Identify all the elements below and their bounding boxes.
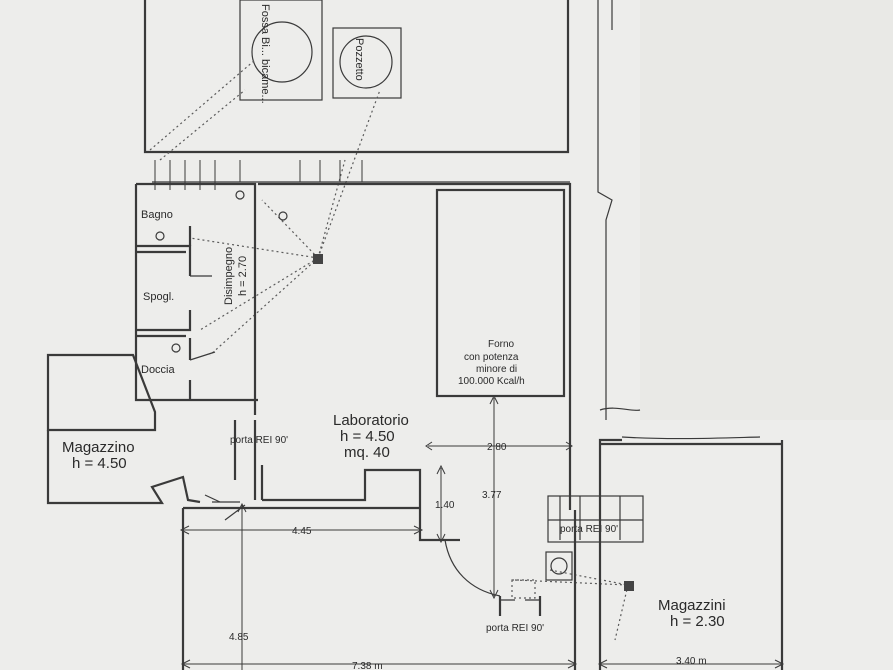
drainage-lines (149, 59, 629, 641)
pozzetto: Pozzetto (332, 27, 402, 99)
dimension-1-40 (436, 464, 446, 544)
dim-4-85: 4.85 (229, 632, 249, 643)
laboratorio-label: Laboratorio (333, 412, 409, 429)
dimension-7-38 (180, 659, 578, 669)
dim-3-40: 3.40 m (676, 656, 707, 667)
magazzini-walls (573, 436, 784, 670)
hatched-wall-strip (152, 160, 570, 190)
dim-2-80: 2.80 (487, 442, 507, 453)
laboratorio-walls (181, 182, 572, 670)
dimension-4-45 (179, 525, 424, 535)
magazzini-height: h = 2.30 (670, 613, 725, 630)
forno-text: con potenza (464, 352, 519, 363)
bagno-label: Bagno (141, 209, 173, 221)
paper-shade (640, 0, 893, 420)
shower-icon (171, 343, 181, 353)
disimpegno-label: Disimpegno (223, 247, 235, 305)
service-block-walls (134, 182, 258, 415)
forno-box (435, 188, 566, 398)
doccia-label: Doccia (141, 364, 176, 376)
svg-text:Pozzetto: Pozzetto (353, 38, 365, 81)
magazzino-label: Magazzino (62, 439, 135, 456)
door-left-label: porta REI 90' (230, 435, 288, 446)
forno-text: minore di (476, 364, 517, 375)
door-bottom (498, 579, 542, 616)
svg-text:Fossa Bi... bicame...: Fossa Bi... bicame... (259, 4, 271, 104)
magazzini-label: Magazzini (658, 597, 726, 614)
forno-text: 100.000 Kcal/h (458, 376, 525, 387)
dimension-3-77 (489, 394, 499, 600)
top-yard-walls (143, 0, 641, 420)
dim-3-77: 3.77 (482, 490, 502, 501)
drain-square-right (624, 581, 634, 591)
disimpegno-height: h = 2.70 (237, 256, 249, 296)
laboratorio-height: h = 4.50 (340, 428, 395, 445)
dim-7-38: 7.38 m (352, 661, 383, 670)
drain-square (313, 254, 323, 264)
dim-1-40: 1.40 (435, 500, 455, 511)
dim-4-45: 4.45 (292, 526, 312, 537)
fixture (278, 211, 288, 221)
stair-block (545, 495, 644, 581)
fixture (235, 190, 245, 200)
laboratorio-area: mq. 40 (344, 444, 390, 461)
door-bottom-label: porta REI 90' (486, 623, 544, 634)
dimension-2-80 (425, 441, 573, 451)
dimension-4-85 (237, 502, 247, 670)
spogl-label: Spogl. (143, 291, 174, 303)
magazzino-height: h = 4.50 (72, 455, 127, 472)
door-left (204, 420, 264, 521)
door-right-label: porta REI 90' (560, 524, 618, 535)
dimension-3-40 (597, 659, 785, 669)
sink-icon (155, 231, 165, 241)
forno-text: Forno (488, 339, 515, 350)
magazzino-walls (46, 353, 201, 505)
fossa-biologica: Fossa Bi... bicame... (239, 0, 323, 104)
